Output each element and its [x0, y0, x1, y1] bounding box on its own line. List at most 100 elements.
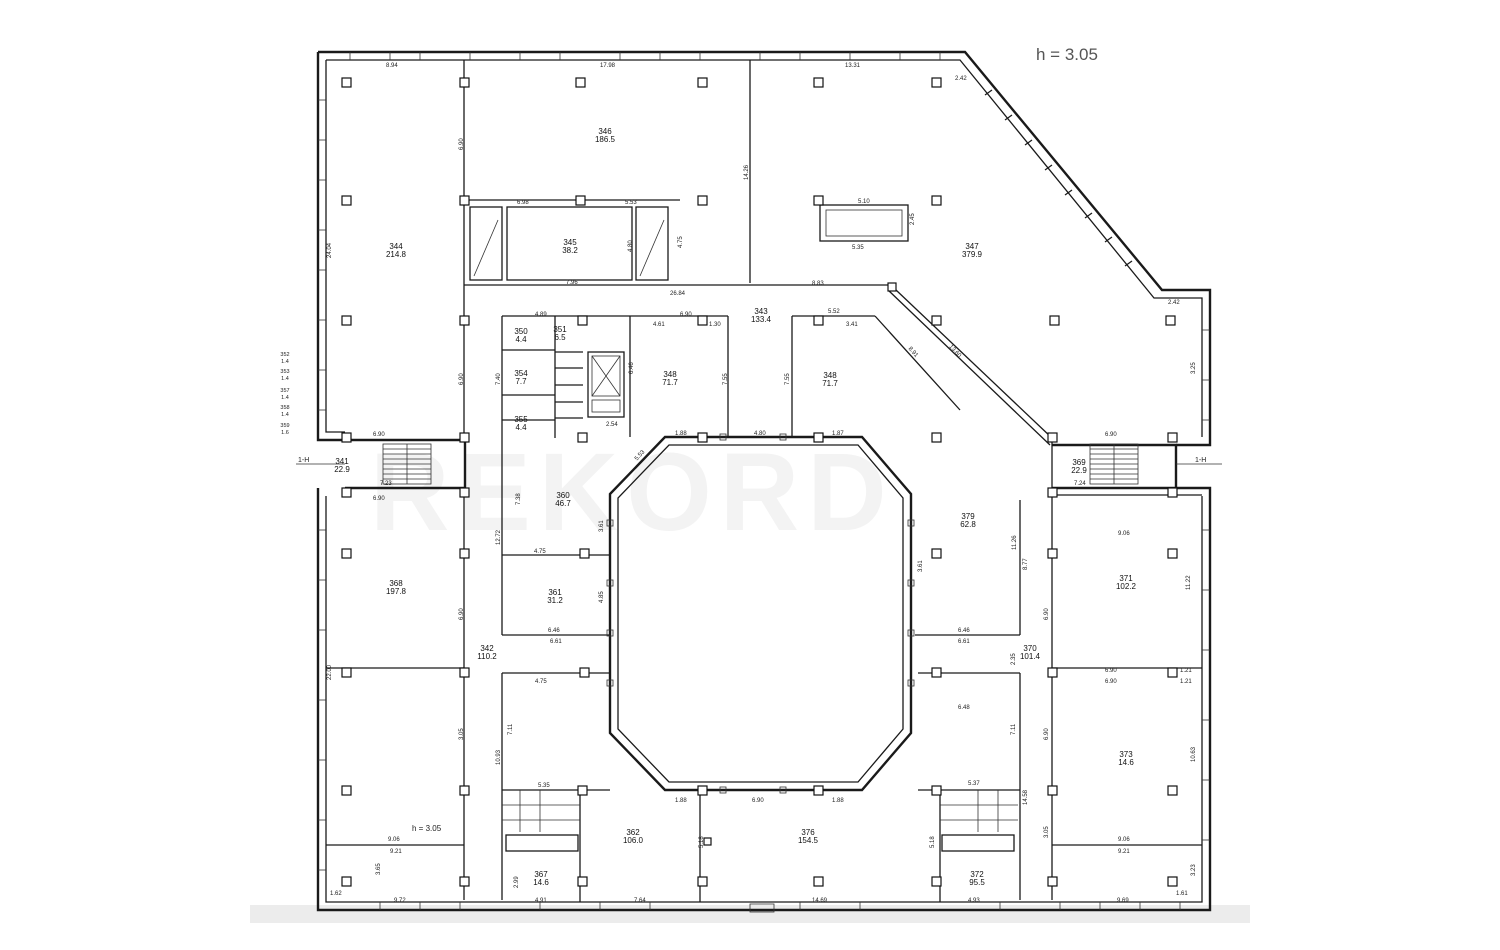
svg-text:6.90: 6.90 [459, 608, 465, 620]
svg-text:6.46: 6.46 [958, 628, 970, 634]
stair-369 [1052, 443, 1178, 490]
svg-text:7.96: 7.96 [566, 280, 578, 286]
svg-text:345: 345 [563, 238, 577, 247]
svg-text:1.87: 1.87 [832, 431, 844, 437]
stair-341 [345, 438, 467, 490]
svg-text:3.23: 3.23 [1191, 864, 1197, 876]
svg-text:17.98: 17.98 [600, 63, 616, 69]
svg-text:4.61: 4.61 [653, 322, 665, 328]
svg-text:354: 354 [514, 369, 528, 378]
svg-text:62.8: 62.8 [960, 520, 976, 529]
svg-text:5.35: 5.35 [852, 245, 864, 251]
svg-text:4.80: 4.80 [628, 240, 634, 252]
svg-text:6.48: 6.48 [958, 705, 970, 711]
svg-text:4.85: 4.85 [599, 591, 605, 603]
ceiling-height-label: h = 3.05 [1036, 45, 1098, 64]
svg-text:6.46: 6.46 [629, 362, 635, 374]
svg-text:4.89: 4.89 [535, 312, 547, 318]
svg-text:372: 372 [970, 870, 984, 879]
svg-text:4.91: 4.91 [535, 898, 547, 904]
svg-text:13.31: 13.31 [845, 63, 861, 69]
svg-text:12.72: 12.72 [496, 529, 502, 545]
svg-text:6.90: 6.90 [1105, 432, 1117, 438]
svg-text:361: 361 [548, 588, 562, 597]
svg-text:4.75: 4.75 [535, 679, 547, 685]
svg-text:360: 360 [556, 491, 570, 500]
svg-text:5.18: 5.18 [699, 836, 705, 848]
axis-label-left: 1-H [298, 457, 309, 464]
svg-text:13.60: 13.60 [947, 344, 962, 360]
svg-text:4.4: 4.4 [515, 335, 527, 344]
svg-text:6.90: 6.90 [1105, 668, 1117, 674]
svg-text:31.2: 31.2 [547, 596, 563, 605]
svg-text:1.4: 1.4 [281, 359, 289, 365]
svg-text:3.65: 3.65 [376, 863, 382, 875]
svg-text:6.90: 6.90 [1044, 608, 1050, 620]
svg-text:2.99: 2.99 [514, 876, 520, 888]
svg-text:1.88: 1.88 [675, 431, 687, 437]
svg-text:355: 355 [514, 415, 528, 424]
svg-text:348: 348 [823, 371, 837, 380]
svg-text:359: 359 [280, 423, 289, 429]
svg-text:22.9: 22.9 [1071, 466, 1087, 475]
svg-text:6.90: 6.90 [1105, 679, 1117, 685]
svg-text:6.90: 6.90 [459, 138, 465, 150]
svg-text:106.0: 106.0 [623, 836, 644, 845]
atrium-octagon [606, 433, 915, 794]
svg-text:22.00: 22.00 [327, 664, 333, 680]
svg-text:214.8: 214.8 [386, 250, 407, 259]
svg-text:4.75: 4.75 [534, 549, 546, 555]
svg-text:7.11: 7.11 [1011, 723, 1017, 735]
svg-text:7.55: 7.55 [723, 373, 729, 385]
svg-text:5.35: 5.35 [538, 783, 550, 789]
svg-text:46.7: 46.7 [555, 499, 571, 508]
svg-text:7.38: 7.38 [516, 493, 522, 505]
svg-text:342: 342 [480, 644, 494, 653]
svg-text:24.04: 24.04 [327, 242, 333, 258]
svg-text:11.22: 11.22 [1186, 575, 1192, 590]
svg-text:2.35: 2.35 [1011, 653, 1017, 665]
axis-label-right: 1-H [1195, 457, 1206, 464]
svg-text:186.5: 186.5 [595, 135, 616, 144]
svg-text:7.11: 7.11 [508, 723, 514, 735]
svg-text:358: 358 [280, 405, 289, 411]
svg-text:1.88: 1.88 [832, 798, 844, 804]
svg-text:9.21: 9.21 [1118, 849, 1130, 855]
svg-text:14.58: 14.58 [1023, 789, 1029, 805]
svg-text:22.9: 22.9 [334, 465, 350, 474]
outer-walls [316, 50, 1212, 913]
svg-text:348: 348 [663, 370, 677, 379]
svg-text:7.55: 7.55 [785, 373, 791, 385]
svg-text:1.88: 1.88 [675, 798, 687, 804]
svg-text:4.80: 4.80 [754, 431, 766, 437]
axis-marks: 1-H 1-H [296, 457, 1222, 465]
svg-text:8.77: 8.77 [1023, 558, 1029, 570]
svg-text:376: 376 [801, 828, 815, 837]
svg-text:341: 341 [335, 457, 349, 466]
svg-text:1.4: 1.4 [281, 376, 289, 382]
svg-text:353: 353 [280, 369, 289, 375]
svg-text:5.53: 5.53 [625, 200, 637, 206]
svg-text:7.23: 7.23 [380, 481, 392, 487]
svg-text:1.21: 1.21 [1180, 679, 1192, 685]
svg-text:1.61: 1.61 [1176, 891, 1188, 897]
svg-text:6.46: 6.46 [548, 628, 560, 634]
svg-text:9.06: 9.06 [388, 837, 400, 843]
svg-text:197.8: 197.8 [386, 587, 407, 596]
svg-text:367: 367 [534, 870, 548, 879]
svg-text:4.93: 4.93 [968, 898, 980, 904]
svg-text:373: 373 [1119, 750, 1133, 759]
svg-text:26.84: 26.84 [670, 291, 686, 297]
